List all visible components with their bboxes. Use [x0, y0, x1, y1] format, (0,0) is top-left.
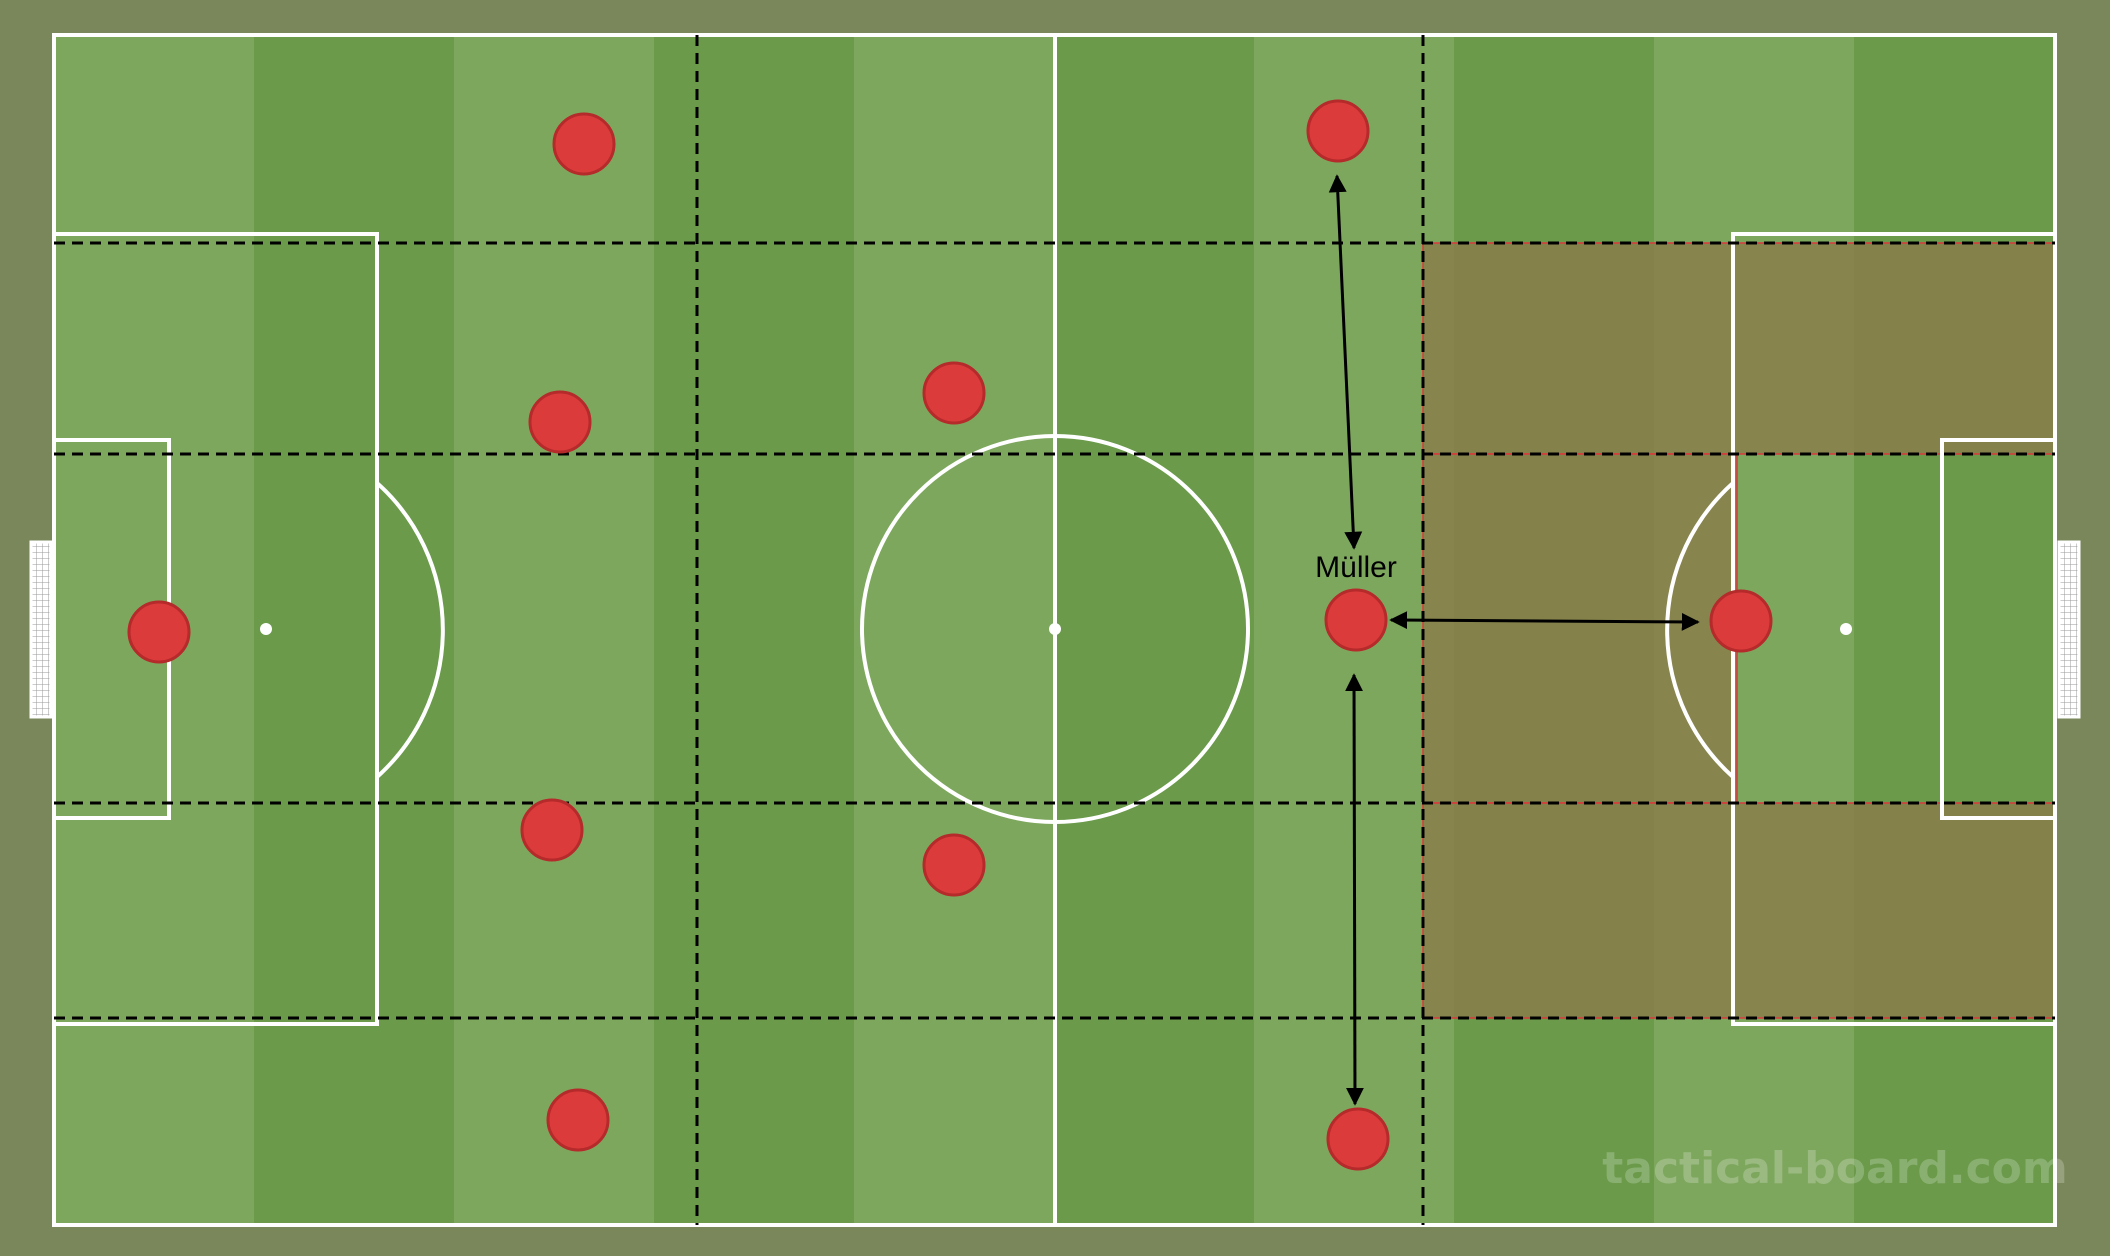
- left-penalty-spot: [260, 623, 272, 635]
- player-goalkeeper[interactable]: [127, 600, 191, 664]
- center-spot: [1049, 623, 1061, 635]
- stripe: [1054, 35, 1254, 1225]
- arrow-right: [1389, 611, 1700, 631]
- player[interactable]: [1326, 1107, 1390, 1171]
- zone-top-right: [1422, 242, 2056, 455]
- player[interactable]: [520, 798, 584, 862]
- players: [127, 99, 1773, 1171]
- stripe: [854, 35, 1054, 1225]
- zone-center-right: [1422, 453, 1738, 804]
- center-circle: [860, 434, 1250, 824]
- left-goal: [29, 540, 53, 719]
- right-goal: [2057, 540, 2081, 719]
- right-penalty-spot: [1840, 623, 1852, 635]
- player[interactable]: [1306, 99, 1370, 163]
- player[interactable]: [922, 833, 986, 897]
- player[interactable]: [552, 112, 616, 176]
- zone-grid: [54, 35, 2055, 1225]
- player[interactable]: [1709, 589, 1773, 653]
- player-muller[interactable]: [1324, 588, 1388, 652]
- stripe: [454, 35, 654, 1225]
- player[interactable]: [528, 390, 592, 454]
- player[interactable]: [922, 361, 986, 425]
- left-penalty-arc: [375, 481, 445, 779]
- player-label: Müller: [1315, 551, 1397, 584]
- pitch-spots: [260, 623, 1852, 635]
- zone-bottom-right: [1422, 802, 2056, 1019]
- right-goal-area: [1940, 438, 2057, 820]
- player[interactable]: [546, 1088, 610, 1152]
- stripe: [654, 35, 854, 1225]
- movement-arrows: [1328, 174, 1700, 1106]
- stripe: [1854, 35, 2054, 1225]
- arrow-up: [1328, 174, 1363, 550]
- arrow-down: [1345, 673, 1364, 1106]
- stripe: [254, 35, 454, 1225]
- watermark: tactical-board.com: [1602, 1143, 2068, 1194]
